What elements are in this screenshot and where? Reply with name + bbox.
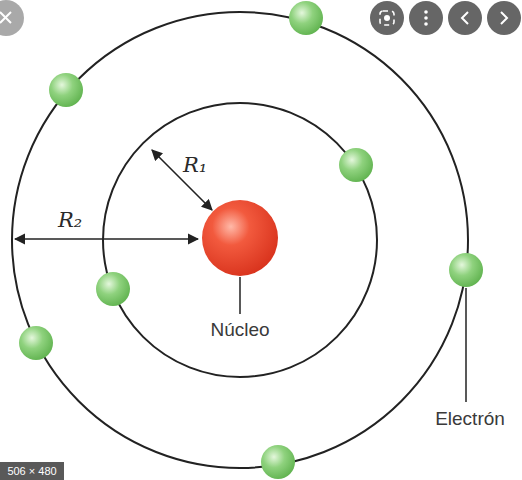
prev-button (448, 1, 482, 35)
close-icon (0, 12, 11, 23)
menu-button (409, 1, 443, 35)
radius-arrow (15, 238, 198, 240)
electron (289, 1, 323, 35)
part-name: Electrón (435, 409, 505, 430)
inner-orbit (103, 103, 377, 377)
electron (19, 326, 53, 360)
size-badge (0, 462, 64, 480)
electron (339, 148, 373, 182)
lens-icon (384, 15, 390, 21)
electrons (19, 1, 483, 479)
electron (96, 272, 130, 306)
part-name: Núcleo (210, 320, 269, 341)
lens-icon (380, 11, 394, 25)
prev-icon (462, 12, 468, 24)
radius-label: R₁ (183, 154, 207, 177)
image-size: 506 × 480 (7, 465, 56, 477)
electron (49, 73, 83, 107)
lens-button (370, 1, 404, 35)
leader-line (239, 277, 241, 314)
radius-arrow (152, 150, 212, 210)
leader-line (465, 288, 467, 402)
nucleus (202, 200, 278, 276)
outer-orbit (12, 12, 468, 468)
electron (449, 253, 483, 287)
next-icon (501, 12, 507, 24)
radius-label: R₂ (58, 209, 82, 232)
close-button (0, 0, 24, 36)
electron (261, 445, 295, 479)
close-icon (0, 12, 11, 23)
next-button (487, 1, 521, 35)
